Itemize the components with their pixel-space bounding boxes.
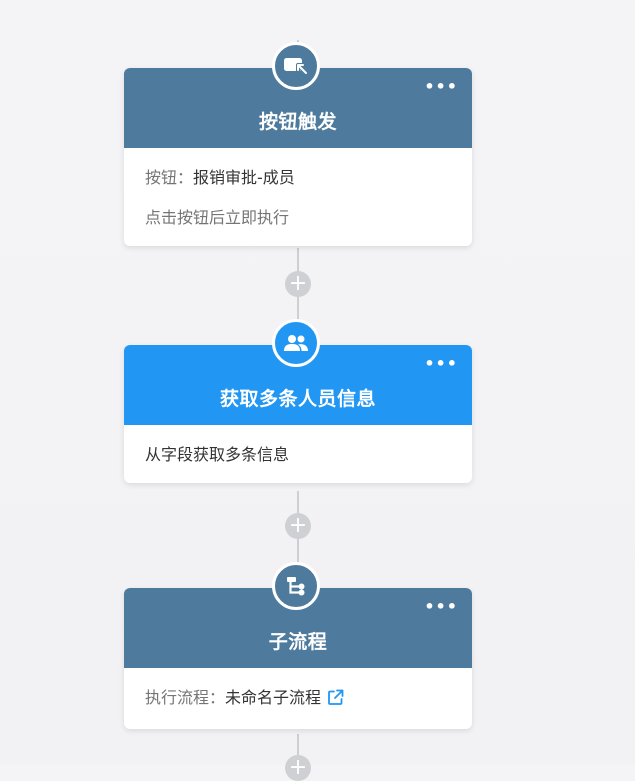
more-options-button[interactable]: ••• [424, 77, 458, 96]
node-header: ••• 按钮触发 [124, 42, 472, 148]
node-button-trigger[interactable]: ••• 按钮触发 按钮：报销审批-成员 点击按钮后立即执行 [124, 42, 472, 246]
source-description: 从字段获取多条信息 [145, 445, 290, 464]
flow-info-row: 执行流程：未命名子流程 [145, 686, 451, 713]
flow-value: 未命名子流程 [225, 688, 322, 707]
flow-label: 执行流程： [145, 688, 226, 707]
people-icon [272, 319, 320, 367]
add-node-button[interactable]: + [285, 755, 311, 781]
add-node-button[interactable]: + [285, 271, 311, 297]
button-trigger-icon [272, 42, 320, 90]
node-title: 获取多条人员信息 [219, 388, 376, 410]
external-link-icon[interactable] [327, 689, 344, 713]
node-title: 按钮触发 [258, 111, 337, 133]
node-body: 从字段获取多条信息 [124, 425, 472, 483]
connector-3 [297, 734, 299, 765]
node-subprocess[interactable]: ••• 子流程 执行流程：未命名子流程 [124, 562, 472, 729]
connector-1 [297, 248, 299, 346]
button-label: 按钮： [145, 168, 194, 187]
button-info-row: 按钮：报销审批-成员 [145, 166, 451, 190]
subprocess-icon [272, 562, 320, 610]
more-options-button[interactable]: ••• [424, 354, 458, 373]
node-header: ••• 子流程 [124, 562, 472, 668]
node-body: 执行流程：未命名子流程 [124, 668, 472, 729]
node-body: 按钮：报销审批-成员 点击按钮后立即执行 [124, 148, 472, 246]
node-header: ••• 获取多条人员信息 [124, 319, 472, 425]
button-value: 报销审批-成员 [193, 168, 295, 187]
node-title: 子流程 [268, 631, 328, 653]
node-get-members[interactable]: ••• 获取多条人员信息 从字段获取多条信息 [124, 319, 472, 483]
more-options-button[interactable]: ••• [424, 597, 458, 616]
execution-note: 点击按钮后立即执行 [145, 208, 290, 227]
connector-2 [297, 491, 299, 589]
add-node-button[interactable]: + [285, 513, 311, 539]
